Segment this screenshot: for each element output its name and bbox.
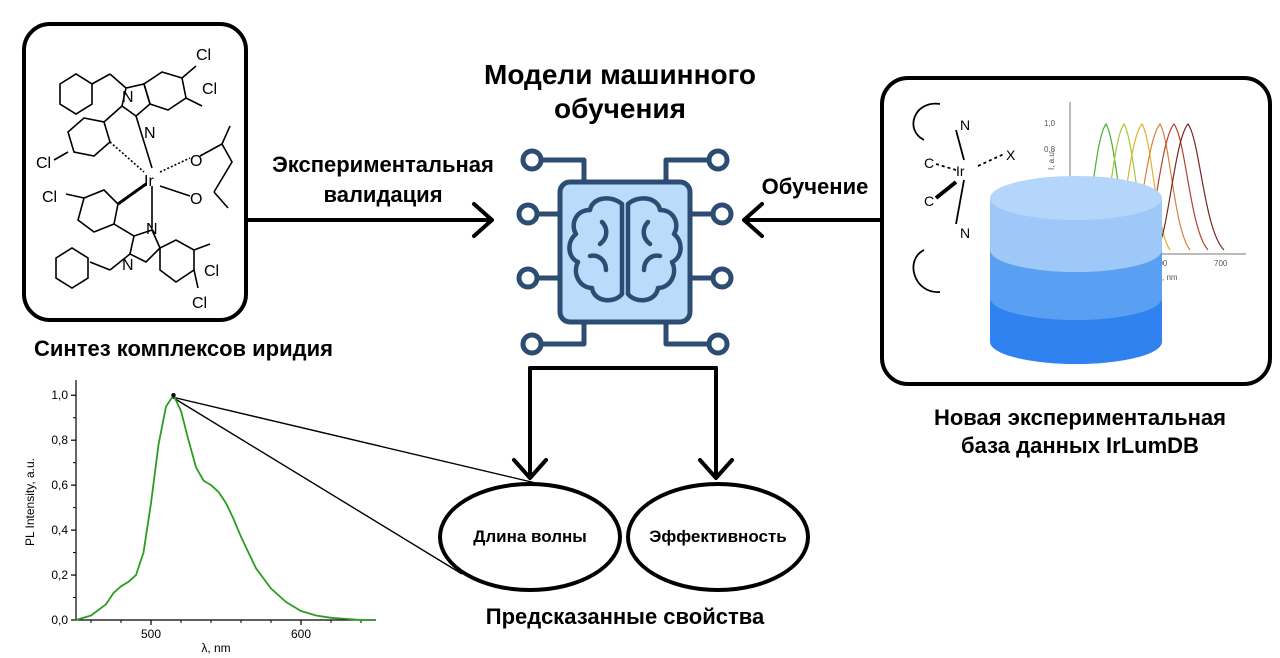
x-tick-label: 500 [141, 627, 161, 641]
y-tick-label: 0,8 [51, 433, 68, 447]
peak-connector-lines [171, 396, 541, 575]
inset-atom-ir: Ir [956, 163, 965, 179]
atom-cl-5: Cl [204, 263, 219, 280]
output-arrows [512, 366, 734, 480]
title-line-1: Модели машинного [484, 59, 756, 90]
database-caption-line-1: Новая экспериментальная [933, 405, 1226, 430]
pl-spectrum-chart: 0,0 0,2 0,4 0,6 0,8 1,0 500 600 λ, nm PL Intensit… [23, 380, 376, 655]
atom-o-2: O [190, 191, 202, 208]
database-cylinder-icon [990, 176, 1162, 364]
validation-line-1: Экспериментальная [272, 152, 494, 177]
iridium-complex-structure: Cl Cl Cl Cl Cl Cl Ir N N N N O O [36, 47, 233, 312]
mini-xtick-2: 700 [1214, 259, 1228, 268]
validation-label: Экспериментальная валидация [248, 150, 518, 210]
atom-cl-2: Cl [202, 81, 217, 98]
atom-n-4: N [122, 257, 134, 274]
training-arrow [742, 202, 882, 238]
iridium-complex-box: Cl Cl Cl Cl Cl Cl Ir N N N N O O [22, 22, 248, 322]
x-axis-label: λ, nm [201, 641, 230, 655]
training-label: Обучение [761, 174, 869, 199]
atom-n-2: N [144, 125, 156, 142]
inset-atom-x: X [1006, 147, 1016, 163]
brain-icon [567, 196, 683, 303]
title-line-2: обучения [554, 93, 686, 124]
chip-body-icon [557, 179, 693, 325]
spectrum-peak-point [171, 393, 176, 398]
atom-cl-6: Cl [192, 295, 207, 312]
spectrum-series-line [75, 394, 376, 621]
y-tick-label: 0,2 [51, 568, 68, 582]
y-tick-label: 0,6 [51, 478, 68, 492]
database-caption-line-2: база данных IrLumDB [961, 433, 1199, 458]
output-wavelength-ellipse: Длина волны [438, 482, 622, 592]
y-tick-label: 0,0 [51, 613, 68, 627]
mini-ylabel: I, a.u. [1047, 150, 1056, 170]
title: Модели машинного обучения [440, 58, 800, 126]
mini-ytick-2: 0,8 [1044, 145, 1056, 154]
y-tick-label: 0,4 [51, 523, 68, 537]
database-box: 1,0 0,8 I, a.u. 600 700 λ, nm [880, 76, 1272, 386]
output-efficiency-label: Эффективность [649, 527, 787, 546]
x-tick-label: 600 [291, 627, 311, 641]
y-tick-label: 1,0 [51, 388, 68, 402]
y-axis-label: PL Intensity, a.u. [23, 458, 37, 546]
validation-arrow [246, 202, 494, 238]
atom-n-3: N [146, 221, 158, 238]
predicted-properties-caption: Предсказанные свойства [485, 604, 765, 629]
ir-complex-fragment-icon: Ir N N C C X [912, 102, 1016, 293]
atom-ir: Ir [144, 173, 154, 190]
database-caption: Новая экспериментальная база данных IrLu… [880, 404, 1280, 460]
mini-ytick-1: 1,0 [1044, 119, 1056, 128]
atom-cl-1: Cl [196, 47, 211, 64]
inset-atom-n-2: N [960, 225, 970, 241]
left-box-caption: Синтез комплексов иридия [34, 336, 333, 361]
database-inset: 1,0 0,8 I, a.u. 600 700 λ, nm [912, 102, 1246, 364]
atom-cl-4: Cl [42, 189, 57, 206]
atom-n-1: N [122, 89, 134, 106]
output-efficiency-ellipse: Эффективность [626, 482, 810, 592]
inset-atom-n-1: N [960, 117, 970, 133]
brain-chip-icon [516, 148, 734, 356]
inset-atom-c-2: C [924, 193, 934, 209]
atom-o-1: O [190, 153, 202, 170]
validation-line-2: валидация [323, 182, 443, 207]
inset-atom-c-1: C [924, 155, 934, 171]
mini-xlabel: λ, nm [1158, 273, 1178, 282]
atom-cl-3: Cl [36, 155, 51, 172]
output-wavelength-label: Длина волны [473, 527, 587, 546]
circuit-lines-icon [516, 148, 734, 356]
